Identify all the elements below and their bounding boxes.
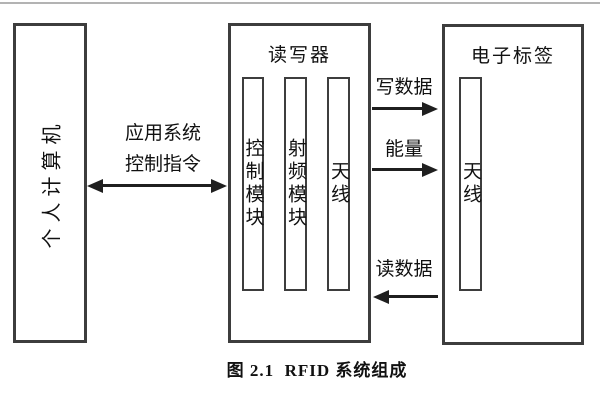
pc-reader-link-label: 应用系统 控制指令 [98,118,228,180]
rf-module-label: 射频模块 [285,138,306,230]
energy-arrow-right-icon [372,168,422,171]
pc-reader-link-label-line1: 应用系统 [124,123,201,144]
reader-box: 读写器 控制模块 射频模块 天线 [228,23,371,343]
write-data-label: 写数据 [375,77,433,98]
read-data-label: 读数据 [375,259,433,280]
control-module-label: 控制模块 [242,138,264,230]
tag-antenna-label: 天线 [460,161,481,207]
scan-artifact-line [0,2,600,4]
reader-box-title: 读写器 [267,45,331,66]
bidirectional-arrow-icon [103,184,211,187]
reader-antenna-box: 天线 [327,77,350,291]
energy-label: 能量 [384,139,423,160]
pc-box: 个人计算机 [13,23,87,343]
reader-antenna-label: 天线 [328,161,349,207]
tag-antenna-box: 天线 [459,77,482,291]
write-data-arrow-right-icon [372,107,422,110]
pc-box-label: 个人计算机 [41,118,64,248]
read-data-arrow-left-icon [389,295,438,298]
figure-caption: 图 2.1 RFID 系统组成 [226,361,408,380]
rf-module-box: 射频模块 [284,77,307,291]
tag-box-title: 电子标签 [470,46,555,67]
tag-box: 电子标签 天线 [442,24,584,345]
pc-reader-link-label-line2: 控制指令 [124,154,201,175]
control-module-box: 控制模块 [242,77,264,291]
